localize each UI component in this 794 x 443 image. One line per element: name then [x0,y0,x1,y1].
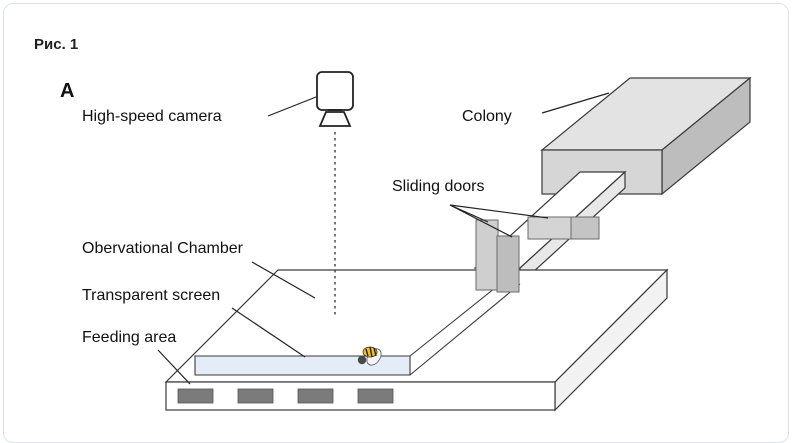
svg-text:Colony: Colony [462,108,512,125]
door-right [496,235,520,293]
door-rear-b [570,216,600,240]
svg-text:Transparent screen: Transparent screen [82,287,220,304]
camera-mount [318,111,352,127]
colony-box [540,76,752,196]
label-camera: High-speed camera [82,96,317,125]
svg-text:Obervational Chamber: Obervational Chamber [82,240,244,257]
label-chamber: Obervational Chamber [82,240,316,299]
screen-panel [194,355,411,376]
door-left [475,219,499,291]
bee-icon [357,346,382,366]
label-feeding: Feeding area [82,329,191,385]
svg-text:Sliding doors: Sliding doors [392,178,485,195]
feeding-slots [177,388,394,404]
svg-text:High-speed camera: High-speed camera [82,108,222,125]
camera-body [316,71,354,111]
door-rear-a [527,216,573,240]
label-sliding-doors: Sliding doors [392,178,485,195]
feeding-slot [177,388,214,404]
figure-title: Рис. 1 [34,36,79,53]
feeding-slot [297,388,334,404]
label-screen: Transparent screen [82,287,306,358]
experimental-setup-diagram: A [60,71,752,412]
sliding-doors-pointers [449,204,549,238]
sliding-doors [475,216,600,293]
panel-label: A [60,80,74,102]
label-colony: Colony [462,92,610,125]
camera-icon [316,71,354,127]
feeding-slot [357,388,394,404]
svg-text:Feeding area: Feeding area [82,329,176,346]
feeding-slot [237,388,274,404]
transparent-screen [194,355,411,376]
